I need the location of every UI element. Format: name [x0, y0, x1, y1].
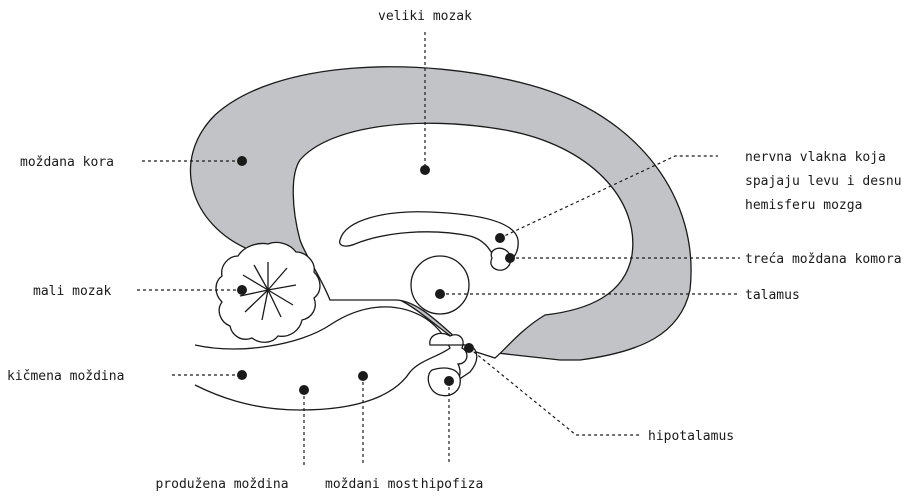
label-hipotalamus: hipotalamus — [648, 429, 734, 444]
label-veliki-mozak: veliki mozak — [378, 9, 472, 24]
marker-talamus — [435, 289, 445, 299]
marker-nervna-vlakna — [495, 233, 505, 243]
label-nervna-line3: hemisferu mozga — [745, 198, 862, 213]
marker-treca-komora — [505, 253, 515, 263]
cerebellum — [216, 242, 320, 342]
label-nervna-line2: spajaju levu i desnu — [745, 174, 902, 189]
label-kicmena-mozdina: kičmena moždina — [7, 369, 124, 384]
label-mozdani-most: moždani most — [325, 477, 419, 492]
marker-kicmena-mozdina — [237, 370, 247, 380]
marker-veliki-mozak — [420, 165, 430, 175]
label-mozdana-kora: moždana kora — [20, 155, 114, 170]
leader-hipotalamus — [469, 348, 640, 435]
label-treca-mozdana-komora: treća moždana komora — [745, 252, 902, 267]
thalamus-shape — [411, 256, 469, 314]
marker-mali-mozak — [237, 285, 247, 295]
marker-mozdani-most — [358, 371, 368, 381]
marker-hipotalamus — [464, 343, 474, 353]
marker-hipofiza — [444, 376, 454, 386]
label-produzena-mozdina: produžena moždina — [155, 477, 288, 492]
marker-produzena-mozdina — [299, 385, 309, 395]
marker-mozdana-kora — [237, 156, 247, 166]
label-hipofiza: hipofiza — [421, 477, 484, 492]
label-nervna-line1: nervna vlakna koja — [745, 150, 886, 165]
label-talamus: talamus — [745, 288, 800, 303]
label-mali-mozak: mali mozak — [33, 284, 111, 299]
